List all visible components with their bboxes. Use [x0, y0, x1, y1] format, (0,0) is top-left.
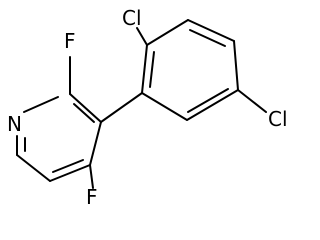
pyridine-double-bond-1: [73, 103, 95, 123]
bond-c4-f: [89, 164, 94, 189]
bond-b4-b5: [233, 40, 239, 91]
bond-b6-b1: [141, 92, 188, 121]
bond-c4-c5: [49, 164, 91, 182]
bond-c2-c3: [69, 93, 102, 123]
atom-label-nitrogen: N: [7, 112, 22, 136]
bond-b1-b2: [141, 44, 148, 94]
benzene-double-bond-1: [149, 51, 155, 88]
bond-b5-cl: [237, 89, 267, 113]
atom-label-fluorine-bottom: F: [86, 185, 98, 209]
bond-b5-b6: [186, 89, 239, 121]
pyridine-double-bond-2: [52, 159, 84, 173]
atom-label-chlorine-top: Cl: [122, 6, 142, 30]
chemical-structure-canvas: N F F Cl Cl: [7, 6, 288, 209]
bond-b2-b3: [146, 19, 189, 46]
atom-label-chlorine-right: Cl: [268, 107, 288, 131]
benzene-double-bond-2: [189, 29, 226, 47]
benzene-double-bond-3: [187, 88, 229, 113]
bond-b2-cl: [136, 27, 148, 46]
bond-c5-c6: [16, 154, 51, 182]
atom-label-fluorine-top: F: [64, 29, 76, 53]
bond-pyridine-benzene: [100, 92, 143, 123]
bond-b3-b4: [187, 19, 235, 42]
bond-c3-c4: [89, 121, 102, 166]
molecule-diagram: N F F Cl Cl: [7, 6, 288, 209]
bond-n1-c2: [23, 96, 59, 113]
